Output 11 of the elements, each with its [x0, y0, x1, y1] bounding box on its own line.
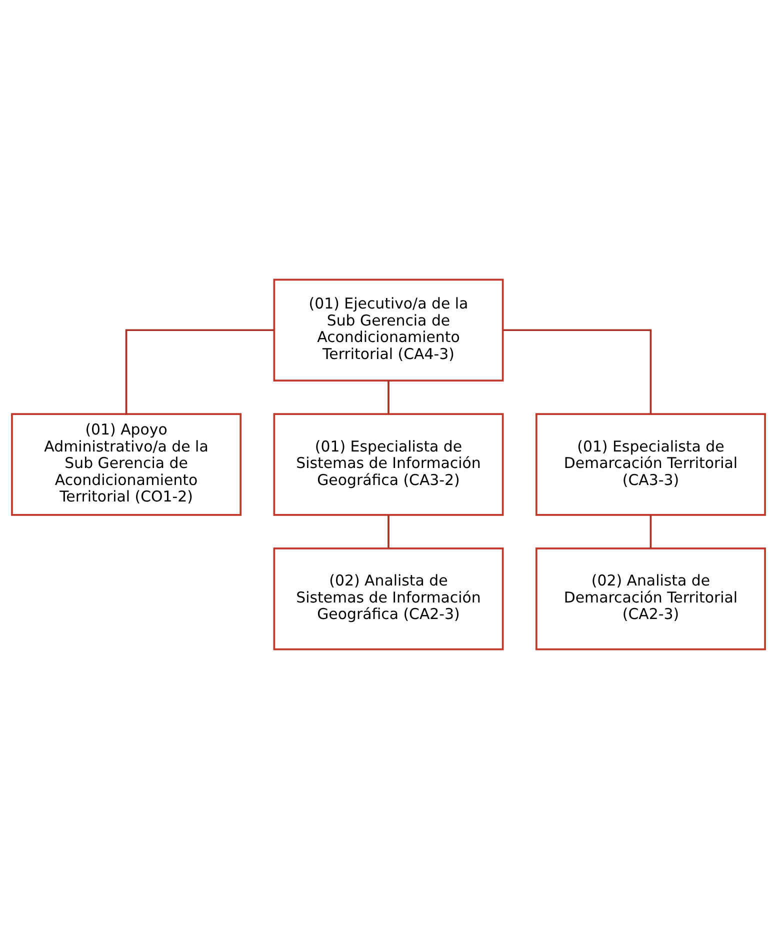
node-box: (01) Especialista de Demarcación Territorial (CA3-3) [535, 413, 766, 516]
connector [388, 514, 390, 548]
node-box: (01) Apoyo Administrativo/a de la Sub Gerencia de Acondicionamiento Territorial (CO1-2) [11, 413, 242, 516]
connector [650, 514, 652, 548]
connector [388, 380, 390, 414]
node-box: (01) Ejecutivo/a de la Sub Gerencia de Acondicionamiento Territorial (CA4-3) [273, 278, 504, 382]
node-box: (02) Analista de Demarcación Territorial (CA2-3) [535, 548, 766, 650]
node-box: (01) Especialista de Sistemas de Información Geográfica (CA3-2) [273, 413, 504, 516]
node-box: (02) Analista de Sistemas de Información Geográfica (CA2-3) [273, 548, 504, 650]
connector [125, 329, 274, 414]
connector [503, 329, 652, 414]
